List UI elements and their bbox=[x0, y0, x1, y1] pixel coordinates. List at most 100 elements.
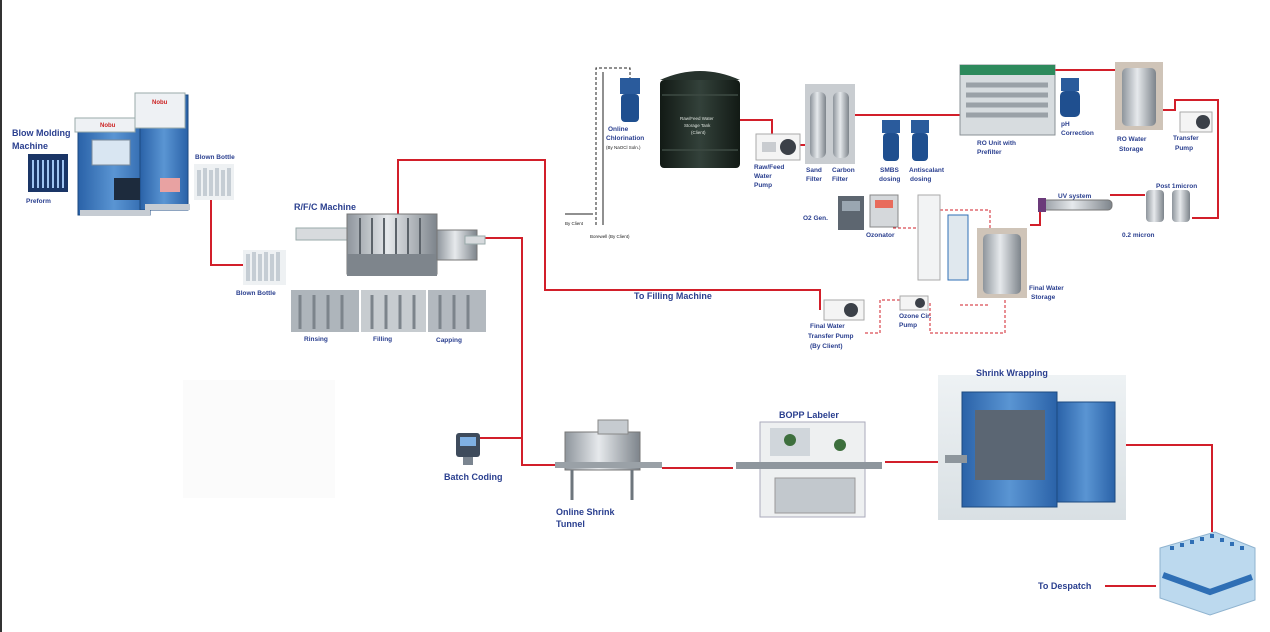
tunnel-top bbox=[597, 419, 629, 435]
rfc-machine-label: R/F/C Machine bbox=[294, 202, 356, 212]
antiscalant-doser bbox=[911, 120, 929, 161]
tunnel-conveyor bbox=[555, 462, 662, 468]
carbon-filter-label-1: Carbon bbox=[832, 167, 855, 174]
final-transfer-label-2: Transfer Pump bbox=[808, 333, 854, 340]
sand-filter-label-2: Filter bbox=[806, 176, 822, 183]
ozonator-body bbox=[869, 194, 899, 228]
smbs-pump-head bbox=[882, 120, 900, 133]
antiscalant-pump-head bbox=[911, 120, 929, 133]
blow-machine-base-right bbox=[145, 204, 190, 210]
contact-column-1 bbox=[917, 194, 941, 281]
raw-feed-pump-head bbox=[762, 142, 776, 152]
rfc-conveyor bbox=[295, 227, 352, 241]
final-transfer-pump bbox=[823, 299, 865, 321]
ph-pump-head bbox=[1061, 78, 1079, 91]
contact-column-2 bbox=[947, 214, 969, 281]
blow-machine-head bbox=[134, 92, 186, 129]
preform-image bbox=[28, 154, 68, 192]
by-client-label: By Client bbox=[565, 221, 584, 226]
flow-line-ozone-out bbox=[865, 299, 905, 334]
preform-tubes bbox=[32, 160, 64, 188]
blow-machine-badge bbox=[160, 178, 180, 192]
batch-coder-screen bbox=[460, 437, 476, 446]
rfc-outfeed bbox=[464, 235, 486, 245]
chlorination-doser bbox=[620, 78, 640, 122]
sand-filter-label-1: Sand bbox=[806, 167, 822, 174]
labeler-cabinet bbox=[774, 477, 856, 514]
blow-machine-panel bbox=[114, 178, 140, 200]
sand-carbon-filters bbox=[805, 84, 855, 164]
blow-machine-brand-left: Nobu bbox=[100, 123, 116, 129]
preform-label: Preform bbox=[26, 198, 51, 205]
carbon-filter-label-2: Filter bbox=[832, 176, 848, 183]
o2-gen-panel bbox=[842, 201, 860, 211]
bottle-pack-shape bbox=[1159, 531, 1256, 616]
labeler-reel-1 bbox=[784, 434, 796, 446]
raw-feed-pump-label-2: Water bbox=[754, 173, 772, 180]
rinsing-photo bbox=[291, 290, 359, 332]
blown-bottle-bottom-label: Blown Bottle bbox=[236, 290, 276, 297]
o2-generator bbox=[838, 196, 864, 230]
tank-dome bbox=[660, 71, 740, 80]
tunnel-legs bbox=[570, 470, 634, 500]
transfer-pump-label-2: Pump bbox=[1175, 145, 1193, 152]
flow-line-blown-bottle bbox=[210, 200, 245, 266]
ozone-pump-label-1: Ozone Cir. bbox=[899, 313, 931, 320]
borewell-label: Borewell (By Client) bbox=[590, 234, 630, 239]
ph-label-2: Correction bbox=[1061, 130, 1094, 137]
shrink-wrapping-machine bbox=[938, 375, 1126, 520]
flow-line-ozone-loop bbox=[929, 300, 1006, 334]
chlorination-pump-head bbox=[620, 78, 640, 94]
to-filling-machine-label: To Filling Machine bbox=[634, 291, 712, 301]
flow-line-to-filling bbox=[397, 159, 821, 310]
ro-water-storage bbox=[1115, 62, 1163, 130]
bottle-pack-labels bbox=[1161, 572, 1254, 596]
ozone-pump-label-2: Pump bbox=[899, 322, 917, 329]
ozonator-label: Ozonator bbox=[866, 232, 895, 239]
sand-filter-vessel bbox=[810, 92, 826, 158]
ozone-circulation-pump bbox=[899, 295, 929, 311]
rinsing-label: Rinsing bbox=[304, 336, 328, 343]
flow-line-ozonator-2 bbox=[940, 209, 991, 228]
ro-membranes bbox=[966, 82, 1048, 118]
shrink-tunnel-label-2: Tunnel bbox=[556, 519, 585, 529]
flow-line-rfc-to-tunnel bbox=[483, 237, 560, 466]
ph-tank bbox=[1060, 91, 1080, 117]
ro-unit-label-1: RO Unit with bbox=[977, 140, 1016, 147]
flow-line-to-despatch bbox=[1125, 444, 1213, 532]
online-chlorination-label-3: (By NaOCl Soln.) bbox=[606, 145, 641, 150]
blown-bottle-bottom-shapes bbox=[246, 252, 280, 281]
tank-label-3: (Client) bbox=[691, 130, 706, 135]
ozonator-panel bbox=[875, 200, 893, 208]
wrap-machine-window bbox=[975, 410, 1045, 480]
smbs-label-2: dosing bbox=[879, 176, 900, 183]
o2-gen-label: O2 Gen. bbox=[803, 215, 828, 222]
blow-molding-machine: Nobu Nobu bbox=[74, 92, 190, 216]
batch-coder-stand bbox=[463, 457, 473, 465]
ro-storage-label-2: Storage bbox=[1119, 146, 1144, 153]
batch-coding-label: Batch Coding bbox=[444, 472, 503, 482]
wrap-machine-infeed bbox=[945, 455, 967, 463]
smbs-doser bbox=[882, 120, 900, 161]
ro-storage-label-1: RO Water bbox=[1117, 136, 1147, 143]
rinsing-filling-capping-photos bbox=[291, 290, 486, 332]
labeler-conveyor bbox=[736, 462, 882, 469]
post-micron-label: Post 1micron bbox=[1156, 183, 1197, 190]
ph-doser bbox=[1060, 78, 1080, 117]
blow-machine-brand-right: Nobu bbox=[152, 100, 168, 106]
tank-ribs bbox=[662, 94, 738, 151]
flow-line-ro-storage-to-pump bbox=[1162, 99, 1219, 219]
micron-filter-1 bbox=[1146, 190, 1164, 222]
blown-bottle-top-label: Blown Bottle bbox=[195, 154, 235, 161]
carbon-filter-vessel bbox=[833, 92, 849, 158]
ro-unit-frame bbox=[959, 64, 1056, 136]
raw-feed-pump-motor bbox=[780, 139, 796, 155]
blank-faded-area bbox=[183, 380, 335, 498]
micron-filters bbox=[1146, 190, 1190, 222]
antiscalant-tank bbox=[912, 133, 928, 161]
batch-coding-printer bbox=[456, 433, 480, 465]
tank-body bbox=[660, 80, 740, 168]
blown-bottle-top-shapes bbox=[197, 168, 231, 196]
capping-photo bbox=[428, 290, 486, 332]
